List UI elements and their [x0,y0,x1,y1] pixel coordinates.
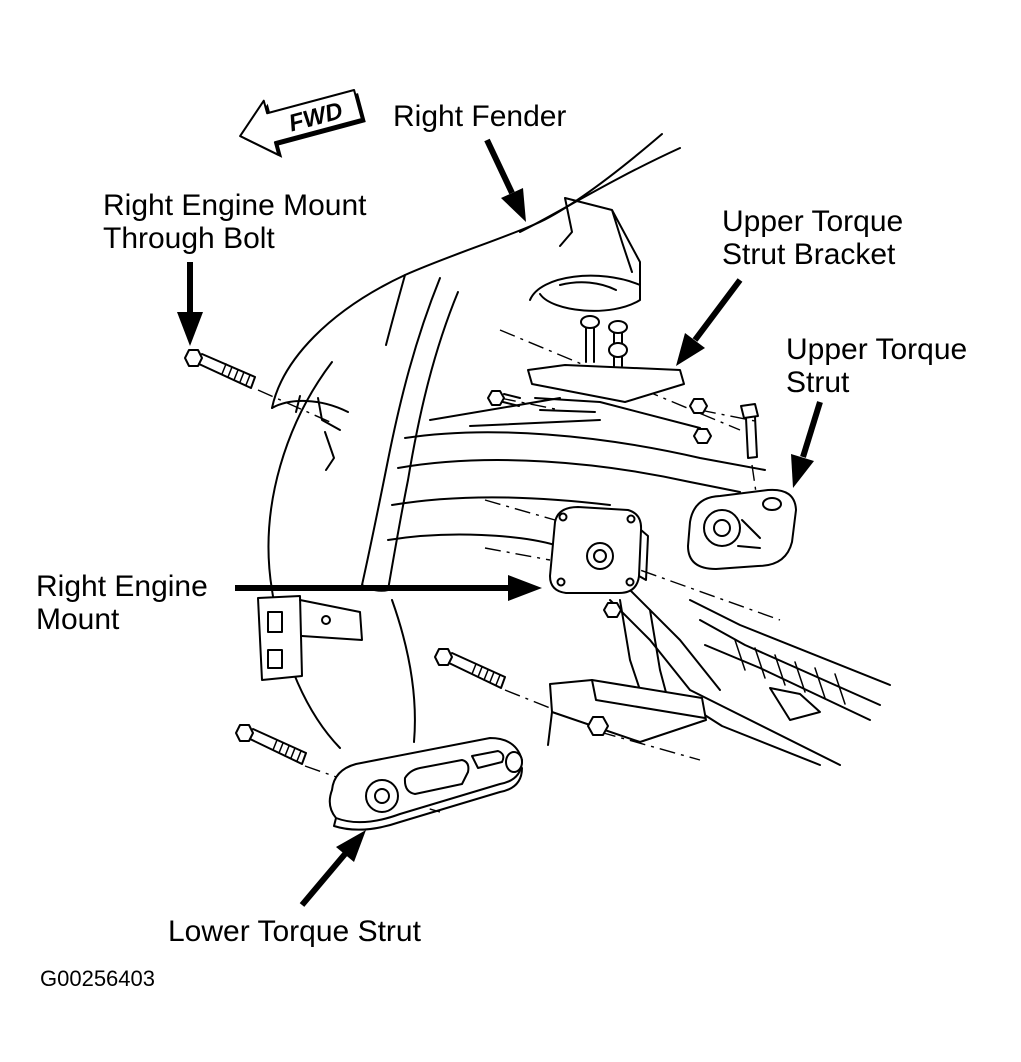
arrow-head [501,188,526,222]
engine-mount-hole [558,512,568,522]
upper-strut-detail [737,519,761,549]
lower-bracket-bolt-head [434,648,453,666]
fender-outer-contour [271,133,663,409]
lower-strut-end-ring [505,751,523,773]
engine-mount-hole [626,514,636,524]
upper-strut-label-line1: Upper Torque [786,333,967,366]
bracket-bolt-head [487,390,505,406]
bracket-lower-plate [534,397,701,429]
lower-strut-bolt-head [235,724,254,742]
frame-rail-grate [734,639,846,705]
bracket-bolt-shaft [502,393,521,407]
engine-mount-label-line1: Right Engine [36,570,208,603]
strut-tower-outline [529,197,641,312]
through-bolt-head [184,349,203,367]
lower-strut-bushing-bore [374,788,390,804]
bracket-stud-nut [580,315,600,329]
right-fender-label: Right Fender [393,100,566,133]
lower-strut-depth [333,767,523,831]
fender-top-edge [519,147,681,233]
upper-strut-bolt-shaft [745,416,758,459]
arrow-shaft [299,852,348,907]
upper-strut-bolt-head [740,403,759,419]
bracket-plate [527,364,685,403]
forward-direction-indicator: FWD [239,88,366,158]
lower-strut-cutout [471,750,505,769]
strut-nut [693,428,712,444]
wheel-house [267,361,416,749]
through-bolt-label-line1: Right Engine Mount [103,189,367,222]
lower-bracket-edges [547,679,706,746]
engine-mount-hole [556,577,566,587]
lower-strut-body [328,737,523,824]
right-fender-arrow [484,138,526,222]
through-bolt-arrow [177,262,203,346]
engine-mount-nut [603,602,622,618]
upper-strut-bracket-arrow [676,278,743,366]
fender-wheel-lip [271,395,349,431]
lower-bracket-bolt [434,648,506,689]
arrow-shaft [800,401,823,458]
upper-strut-bracket-label-line2: Strut Bracket [722,238,896,271]
frame-rail-bracket [769,687,821,721]
upper-torque-strut [687,398,797,570]
lower-bracket-body [549,679,707,743]
upper-strut-bolt-hole [762,497,782,511]
strut-nut [689,398,708,414]
upper-torque-strut-bracket [487,315,701,429]
arrow-head [791,454,814,488]
strut-tower [529,197,641,312]
lower-strut-bolt-threads [272,739,302,762]
cradle-bracket [257,595,363,681]
arrow-head [336,830,366,862]
through-bolt-label-line2: Through Bolt [103,222,275,255]
arrow-shaft [484,138,515,195]
frame-rail [609,589,891,766]
lower-torque-strut-bracket [547,599,707,746]
through-bolt-threads [221,363,251,386]
engine-mount-depth [638,529,649,581]
engine-mount-label-line2: Mount [36,603,120,636]
lower-torque-strut [328,737,523,831]
lower-strut-label: Lower Torque Strut [168,915,422,948]
upper-strut-arrow [791,401,823,488]
right-fender [271,133,681,592]
right-engine-mount [549,506,649,618]
fwd-arrow-outline [239,88,363,156]
lower-strut-arrow [299,830,366,907]
cradle-hole [321,615,331,625]
lower-bracket-support [619,599,669,701]
engine-mount-through-bolt [184,349,256,389]
through-bolt-shaft [198,353,256,389]
cradle-bracket-arm [299,599,363,641]
arrow-head [508,575,542,601]
lower-strut-bolt-shaft [249,728,307,765]
engine-mount-arrow [235,575,542,601]
upper-strut-bushing-bore [713,519,731,537]
upper-strut-bracket-label-line1: Upper Torque [722,205,903,238]
fender-inner-flange [361,274,459,592]
engine-mount-bore [593,549,607,563]
cradle-slot-lower [267,649,283,669]
arrow-shaft [692,278,743,342]
bracket-stud-nut [608,342,628,358]
cradle-slot-upper [267,611,283,633]
bracket-stud-nut [608,320,628,334]
upper-strut-label-line2: Strut [786,366,850,399]
lower-strut-bolt [235,724,307,765]
lower-bracket-bolt-shaft [448,652,506,689]
wheel-house-arc [267,361,416,749]
lower-bracket-bolt-threads [471,663,501,686]
inner-fender-structure [387,397,766,546]
lower-bracket-nut [587,716,609,736]
arrow-head [676,333,705,366]
lower-strut-cutout [403,759,470,795]
inner-structure-lines [387,397,766,546]
frame-rail-lines [609,589,891,766]
figure-id: G00256403 [40,966,155,991]
arrow-head [177,312,203,346]
engine-mount-hole [625,577,635,587]
